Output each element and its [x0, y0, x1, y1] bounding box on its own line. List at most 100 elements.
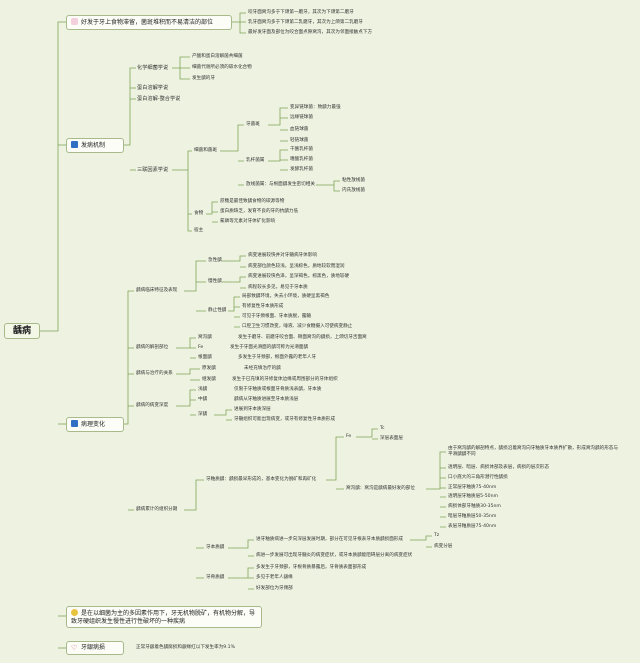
dentin-side-1: Tz — [434, 533, 440, 538]
dentin-node: 牙本质龋 — [206, 545, 225, 550]
acute-node: 急性龋 — [208, 258, 222, 263]
acute-item-1: 病变进展较快并对牙髓病牙体影响 — [248, 253, 317, 258]
pathogenesis-label: 发病机制 — [81, 142, 106, 149]
zone-6: 暗层牙釉质层50-35nm — [448, 514, 497, 519]
epidemiology-note: 正常牙龈着色龋腐损和龈缘红以下发生率为9.1% — [136, 645, 235, 650]
tc-node: Tc — [380, 426, 385, 431]
chem-item-2: 细菌代谢所必须的碳水化合物 — [192, 65, 252, 70]
branch-pathology: 病理变化 — [66, 417, 124, 432]
triad-theory: 三联因素学说 — [137, 167, 169, 173]
zone-5: 病损体部牙釉质30-35nm — [448, 504, 501, 509]
branch-pathogenesis: 发病机制 — [66, 138, 124, 153]
dentin-side-2: 病变分层 — [434, 544, 453, 549]
site-c-desc: 多发生于牙颈部，根面外露的老年人牙 — [238, 355, 317, 360]
food-node: 食物 — [194, 211, 204, 216]
static-item-1: 局部致龋环境，失去小环境，质硬呈黑褐色 — [242, 294, 330, 299]
note-2: 乳牙面窝沟多于下颌第二乳磨牙，其次为上颌第二乳磨牙 — [248, 20, 363, 25]
chronic-node: 慢性龋 — [208, 279, 222, 284]
depth-node: 龋病的病变深度 — [136, 403, 169, 408]
fe-node: Fe — [346, 434, 352, 439]
branch-favorable-sites: 好发于牙上食物滞留，菌斑堆积而不易清洁的部位 — [66, 15, 232, 30]
plaque-item-4: 轻链球菌 — [290, 138, 309, 143]
branch-epidemiology: ♡牙龈病损 — [66, 641, 124, 655]
chronic-item-2: 病程较长多见，易见于牙本质 — [248, 285, 308, 290]
food-item-1: 蔗糖是最佳致龋食物的碳源等物 — [220, 199, 285, 204]
static-item-3: 可见于牙颈根面、牙本质脱，露髓 — [242, 314, 311, 319]
actino-item-2: 内氏放线菌 — [342, 188, 365, 193]
zones-intro: 由于窝沟龋的解剖特点，龋损沿着窝沟向牙釉质牙本质界扩散，形成窝沟龋的形态与平滑龋… — [448, 446, 618, 458]
site-b: Fe — [198, 345, 204, 350]
actino-node: 放线菌属：与根面龋发生密切相关 — [246, 182, 315, 187]
static-item-4: 口腔卫生习惯改变，唾液、减少食糖摄入可使病变静止 — [242, 324, 353, 329]
depth-b-desc: 龋病从牙釉质进展至牙本质浅层 — [234, 397, 299, 402]
chronic-item-1: 病变进展较快色泽，呈深褐色，棕黑色，质地较硬 — [248, 274, 350, 279]
zones-intro-text: 由于窝沟龋的解剖特点，龋损沿着窝沟向牙釉质牙本质界扩散，形成窝沟龋的形态与平滑龋… — [448, 446, 618, 457]
party-icon — [71, 18, 78, 25]
treat-b: 继发龋 — [202, 377, 216, 382]
bacteria-node: 细菌和菌斑 — [194, 148, 217, 153]
flag-icon — [71, 141, 78, 148]
chem-item-3: 发生龋的牙 — [192, 76, 215, 81]
depth-b: 中龋 — [198, 397, 208, 402]
depth-c: 深龋 — [198, 412, 208, 417]
treat-b-desc: 发生于已充填的牙修复体边缘或周围部分的牙体组织 — [232, 377, 338, 382]
plaque-item-1: 变异链球菌：致龋力最强 — [290, 105, 341, 110]
treat-a-desc: 未经充填治疗的龋 — [244, 366, 281, 371]
lacto-node: 乳杆菌属 — [246, 158, 265, 163]
depth-a-desc: 仅限于牙釉质或根面牙骨质浅表龋，牙本质 — [234, 387, 322, 392]
site-a: 窝沟龋 — [198, 335, 212, 340]
epidemiology-label: 牙龈病损 — [81, 644, 106, 651]
flag-icon — [71, 420, 78, 427]
chem-theory: 化学细菌学说 — [137, 65, 169, 71]
heart-icon: ♡ — [71, 644, 78, 652]
micro-node: 龋病累计的组织分期 — [136, 507, 178, 512]
enamel-node: 牙釉质龋：龋损最早形成的，基本变化为脱矿和再矿化 — [206, 477, 317, 482]
tc-sub: 深层表面层 — [380, 436, 403, 441]
chelation-theory: 蛋白溶解-螯合学说 — [137, 96, 181, 102]
chem-item-1: 产酸和蛋白溶解菌共细菌 — [192, 54, 243, 59]
branch-definition: 是在以细菌为主的多因素作用下，牙无机物脱矿，有机物分解，导致牙硬组织发生慢性进行… — [66, 606, 262, 628]
plaque-item-2: 远缘链球菌 — [290, 115, 313, 120]
lightbulb-icon — [71, 609, 78, 616]
depth-c-desc-2: 牙髓组织可能出现病变，或牙有修复性牙本质形成 — [234, 417, 336, 422]
depth-a: 浅龋 — [198, 387, 208, 392]
dentin-item-2: 病进一步发展可出现牙髓炎的病变症状，或牙本质龋能阻碍层分离的病变症状 — [256, 553, 413, 558]
site-a-desc: 发生于磨牙、前磨牙咬合面、颊面窝沟的龋损，上颌切牙舌面窝 — [238, 335, 367, 340]
cementum-item-1: 多发生于牙颈部，牙根骨质暴露后，牙骨质表面部形成 — [256, 565, 367, 570]
zone-2: 口小底大的三角形潜行性龋损 — [448, 475, 508, 480]
treat-node: 龋病与治疗的关系 — [136, 371, 173, 376]
clinical-node: 龋病临床特征及表现 — [136, 288, 178, 293]
food-item-3: 氟磷等元素对牙体矿化影响 — [220, 219, 276, 224]
zone-4: 透明层牙釉质层5-50nm — [448, 494, 498, 499]
zone-7: 表层牙釉质层75-40nm — [448, 524, 497, 529]
zone-1: 透明层、暗层、病损体部及表层，病损的层次形态 — [448, 465, 550, 470]
favorable-sites-label: 好发于牙上食物滞留，菌斑堆积而不易清洁的部位 — [81, 19, 214, 26]
actino-item-1: 粘性放线菌 — [342, 178, 365, 183]
smooth-node: 窝沟龋：窝沟是龋病最好发的部位 — [346, 486, 415, 491]
dentin-item-1: 进牙釉质病进一步向深层发展时期，部分在可见牙根表牙本质龋损面形成 — [256, 537, 404, 542]
host-node: 宿主 — [194, 228, 204, 233]
lacto-item-1: 干酪乳杆菌 — [290, 147, 313, 152]
cementum-item-3: 好发部位为牙颈部 — [256, 586, 293, 591]
site-node: 龋病的解剖部位 — [136, 345, 169, 350]
note-3: 最好发牙面及部位为咬合面点隙窝沟，其次为邻面接触点下方 — [248, 30, 373, 35]
site-b-desc: 发生于牙面光滑面的龋可称为光滑面龋 — [230, 345, 309, 350]
static-item-2: 有修复性牙本质形成 — [242, 304, 284, 309]
food-item-2: 蛋白质缺乏，发育不良的牙的抗龋力低 — [220, 209, 299, 214]
depth-c-desc: 进展到牙本质深层 — [234, 407, 271, 412]
acute-item-2: 病变部位颜色较浅，呈浅棕色，质地较软而湿润 — [248, 264, 345, 269]
zone-3: 正常层牙釉质75-40nm — [448, 485, 497, 490]
static-node: 静止性龋 — [208, 308, 227, 313]
pathology-label: 病理变化 — [81, 421, 106, 428]
protein-theory: 蛋白溶解学说 — [137, 85, 169, 91]
site-c: 根面龋 — [198, 355, 212, 360]
root-topic: 龋病 — [4, 323, 40, 339]
cementum-item-2: 多见于老年人龈缘 — [256, 575, 293, 580]
definition-text: 是在以细菌为主的多因素作用下，牙无机物脱矿，有机物分解，导致牙硬组织发生慢性进行… — [71, 610, 256, 625]
cementum-node: 牙骨质龋 — [206, 575, 225, 580]
note-1: 咬牙面窝沟多于下颌第一磨牙，其次为下颌第二磨牙 — [248, 10, 354, 15]
lacto-item-3: 发酵乳杆菌 — [290, 167, 313, 172]
plaque-item-3: 血链球菌 — [290, 127, 309, 132]
treat-a: 原发龋 — [202, 366, 216, 371]
